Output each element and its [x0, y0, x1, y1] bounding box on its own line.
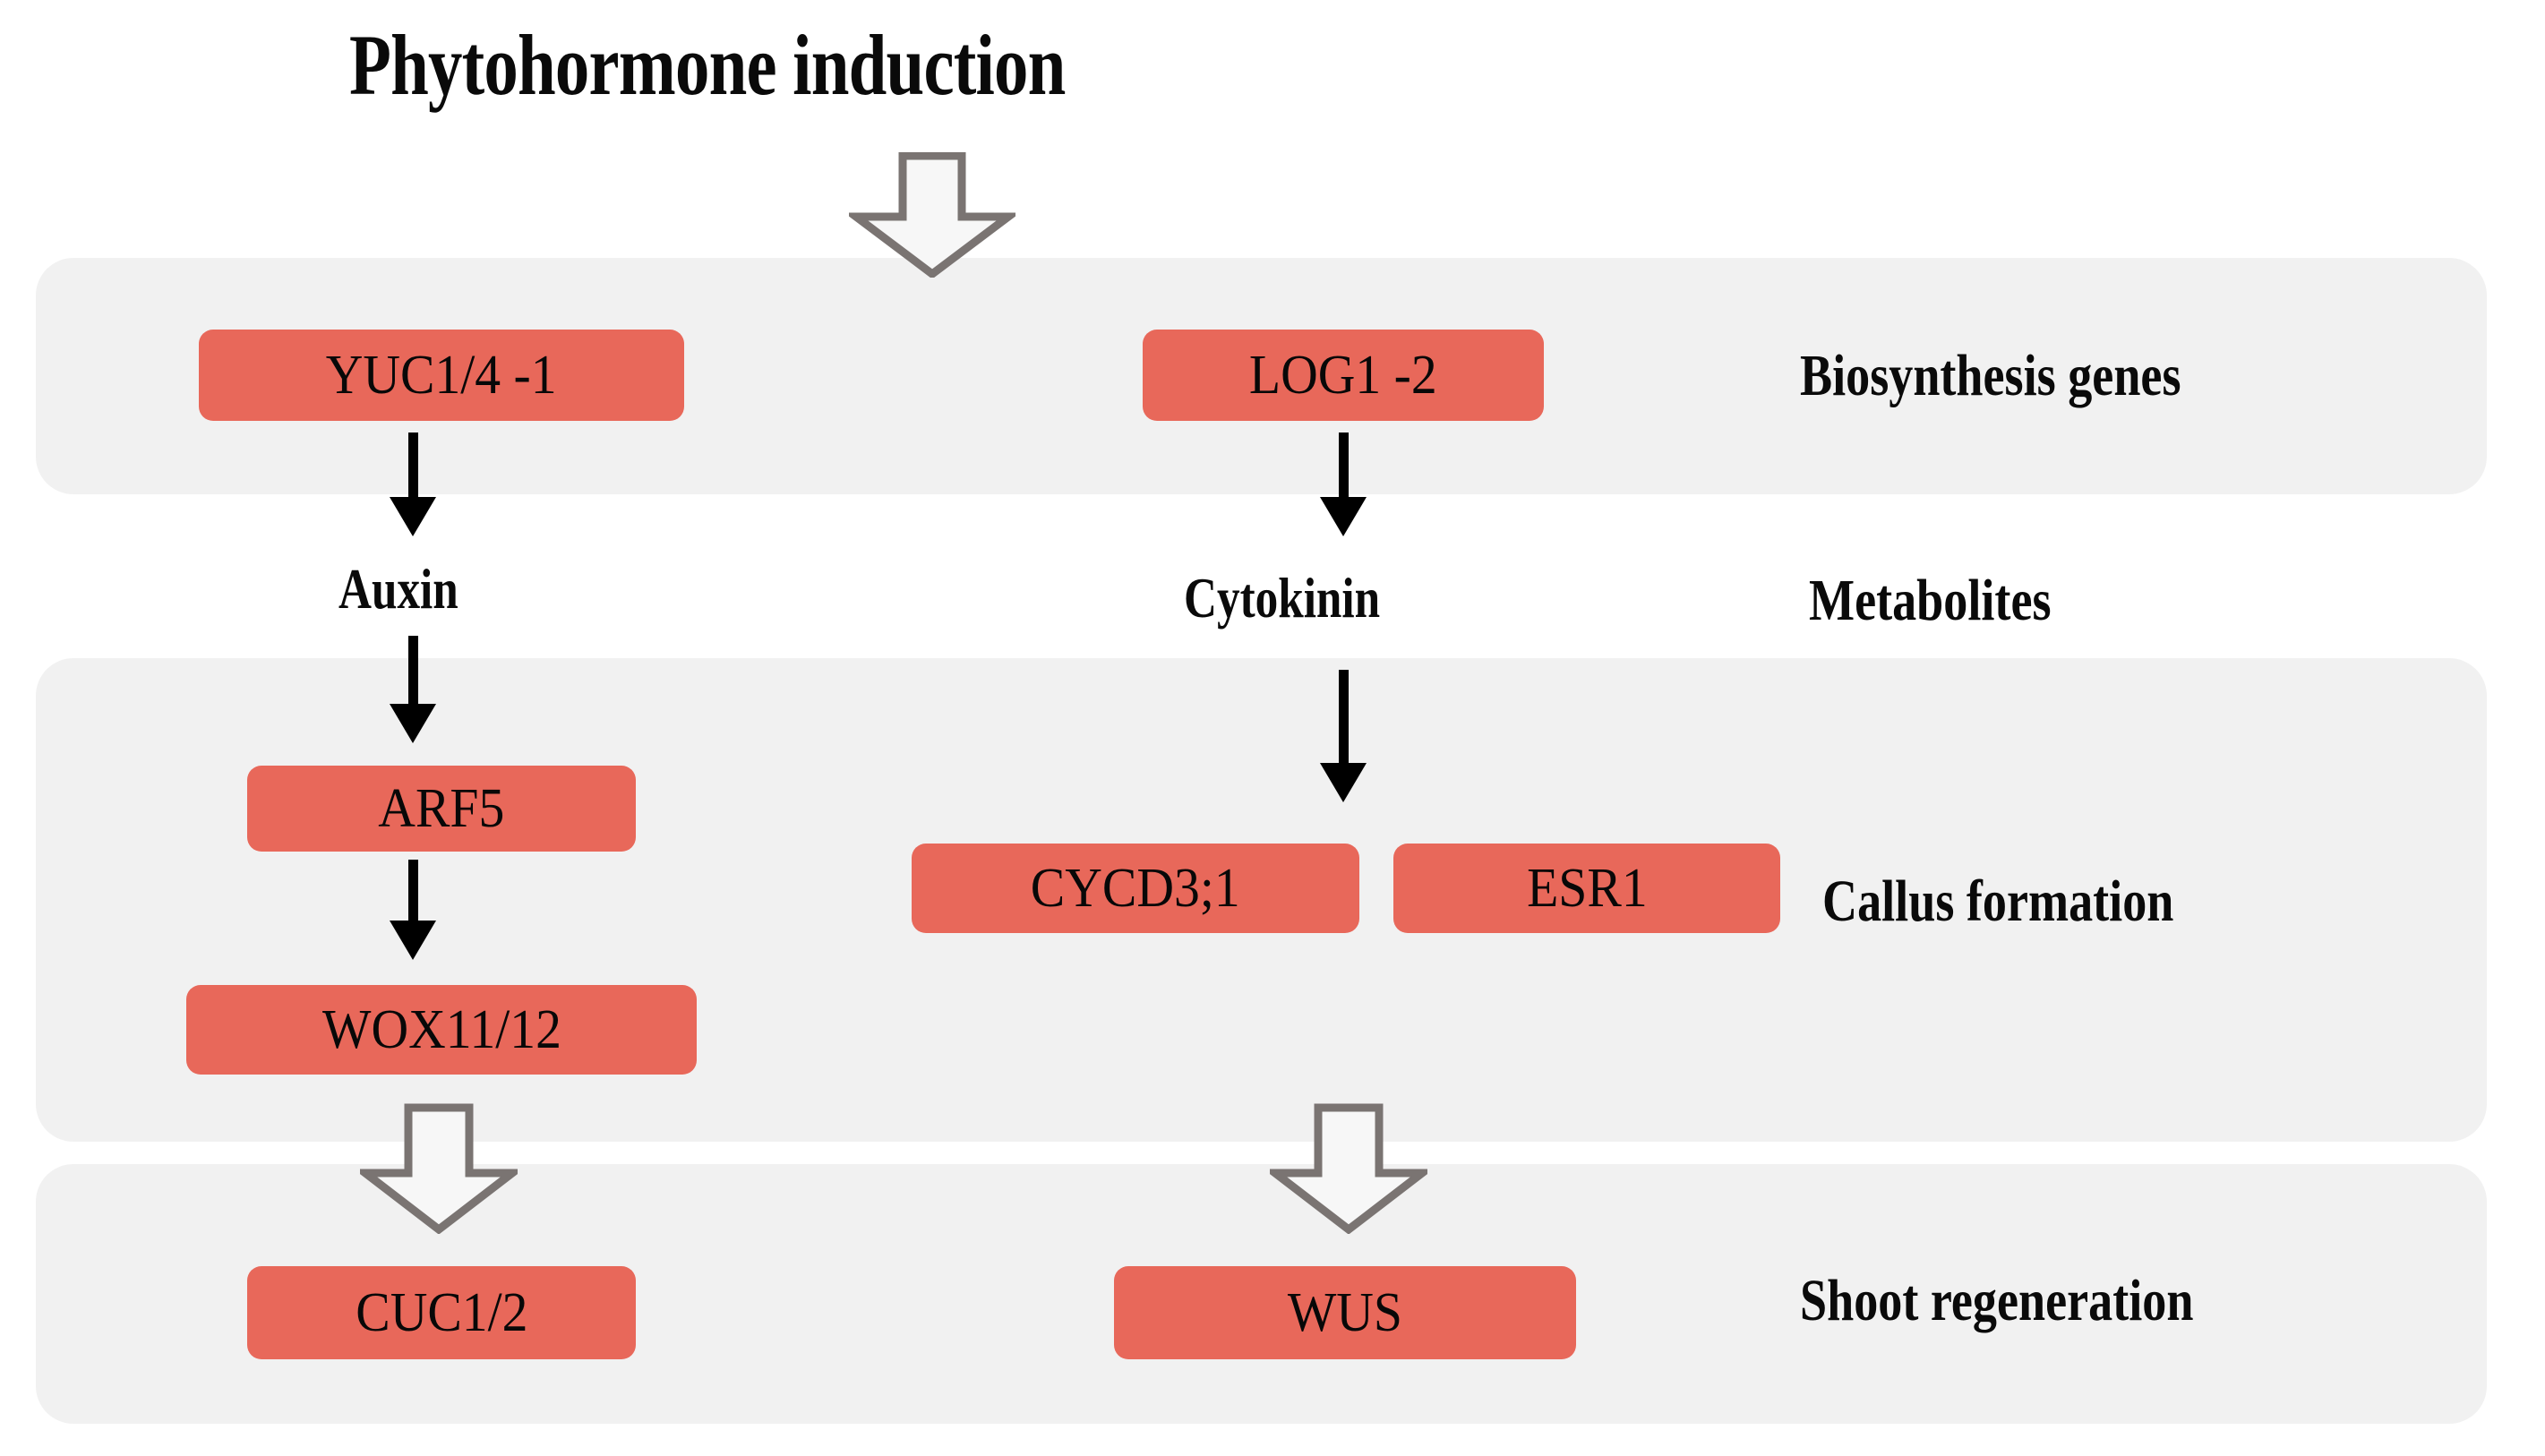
gene-box-cuc-label: CUC1/2 [355, 1281, 528, 1343]
gene-box-log1-label: LOG1 -2 [1249, 344, 1437, 406]
gene-box-wox-label: WOX11/12 [321, 998, 561, 1060]
block-arrow-callus-to-wus [1270, 1103, 1427, 1234]
gene-box-wus-label: WUS [1287, 1281, 1403, 1343]
gene-box-wus[interactable]: WUS [1114, 1266, 1576, 1359]
gene-box-cycd3-label: CYCD3;1 [1031, 857, 1240, 919]
gene-box-esr1[interactable]: ESR1 [1393, 844, 1780, 933]
gene-box-wox[interactable]: WOX11/12 [186, 985, 697, 1075]
gene-box-cycd3[interactable]: CYCD3;1 [912, 844, 1359, 933]
line-arrow-cytokinin-to-cycd3 [1316, 670, 1370, 802]
page-title: Phytohormone induction [349, 17, 1066, 113]
metabolite-label-cytokinin: Cytokinin [1184, 566, 1381, 630]
line-arrow-auxin-to-arf5 [386, 636, 440, 743]
row-label-callus-formation: Callus formation [1822, 869, 2174, 934]
row-label-shoot-regeneration: Shoot regeneration [1800, 1268, 2194, 1333]
gene-box-yuc-label: YUC1/4 -1 [326, 344, 557, 406]
gene-box-arf5[interactable]: ARF5 [247, 766, 636, 852]
row-label-metabolites: Metabolites [1809, 568, 2052, 633]
block-arrow-induction-to-genes [849, 152, 1015, 278]
gene-box-log1[interactable]: LOG1 -2 [1143, 330, 1544, 421]
line-arrow-arf5-to-wox [386, 860, 440, 960]
line-arrow-log1-to-cytokinin [1316, 433, 1370, 536]
metabolite-label-auxin: Auxin [338, 557, 458, 621]
block-arrow-wox-to-cuc [360, 1103, 518, 1234]
gene-box-yuc[interactable]: YUC1/4 -1 [199, 330, 684, 421]
line-arrow-yuc-to-auxin [386, 433, 440, 536]
gene-box-arf5-label: ARF5 [378, 777, 505, 839]
gene-box-cuc[interactable]: CUC1/2 [247, 1266, 636, 1359]
row-label-biosynthesis-genes: Biosynthesis genes [1800, 343, 2181, 408]
gene-box-esr1-label: ESR1 [1526, 857, 1648, 919]
